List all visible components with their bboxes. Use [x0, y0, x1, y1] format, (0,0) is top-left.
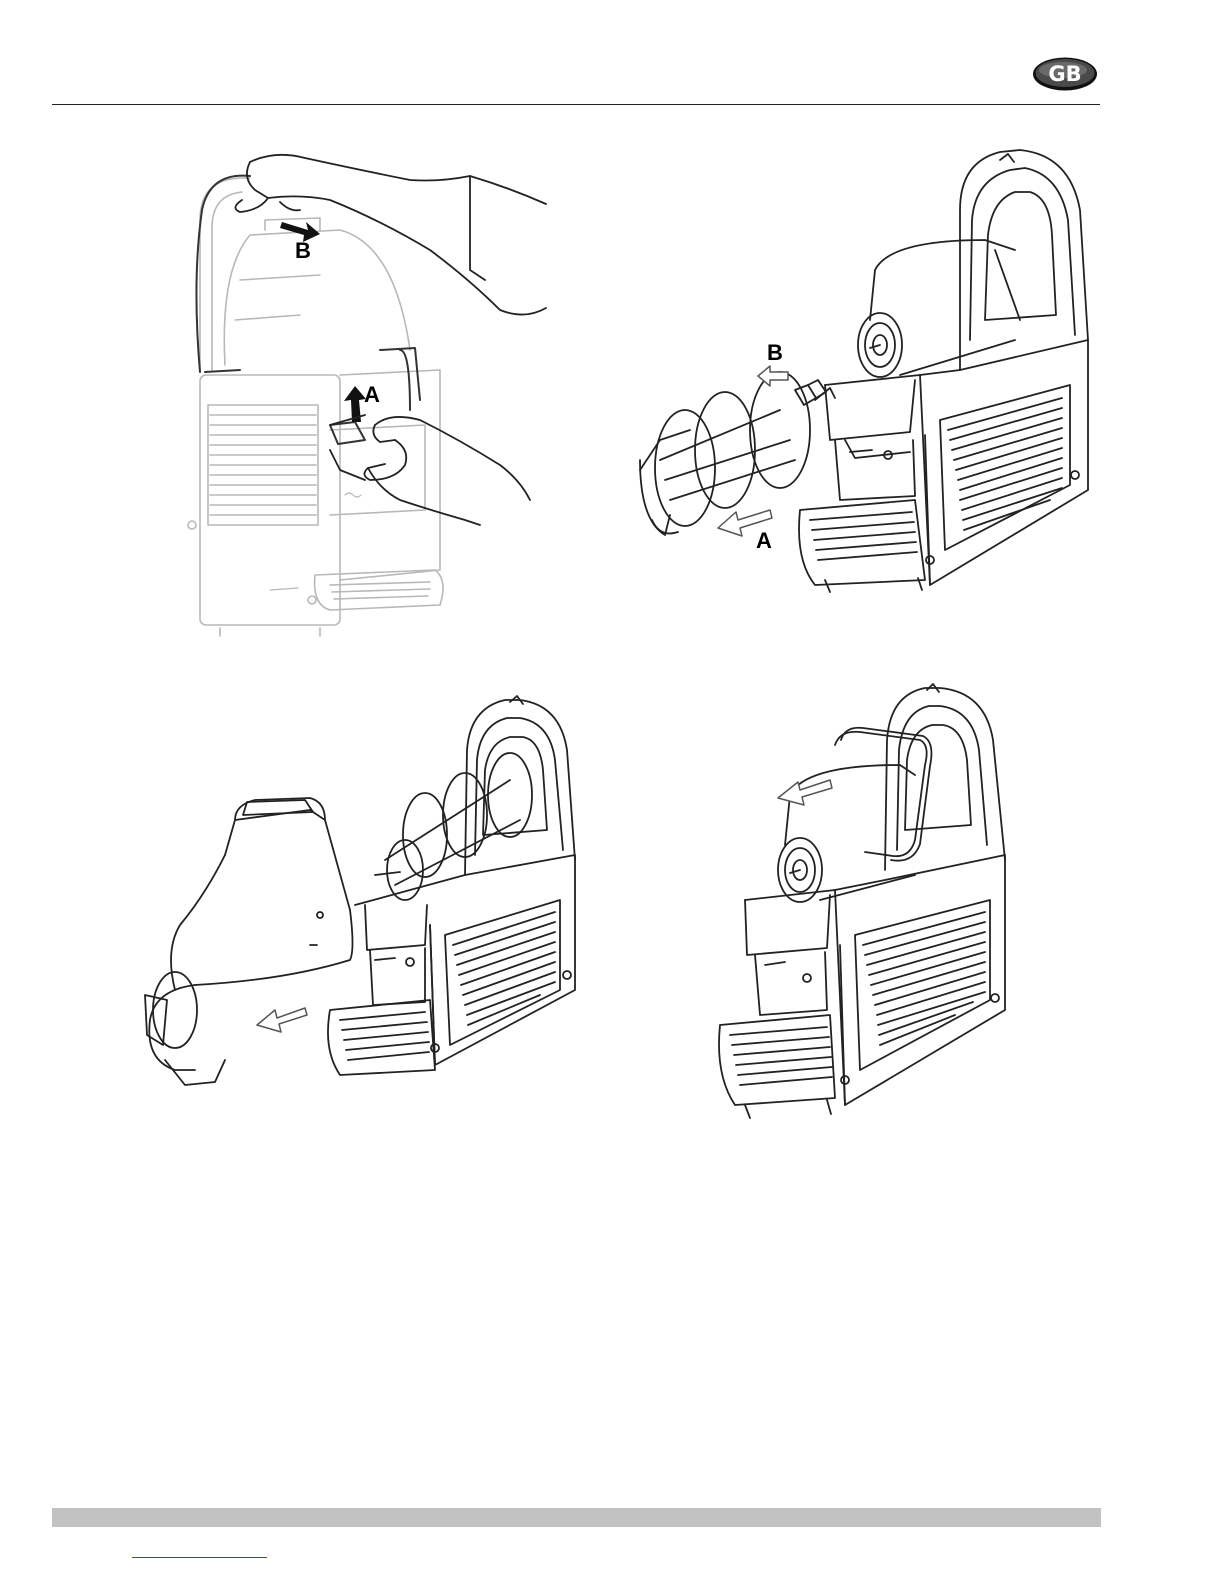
drip-tray-drawing: [328, 1000, 435, 1075]
figure-remove-bowl: [135, 690, 585, 1090]
machine-body-drawing: [825, 340, 1088, 585]
footer-bar: [52, 1508, 1101, 1527]
language-badge: GB: [1032, 56, 1098, 92]
machine-arch-drawing: [960, 150, 1088, 370]
bowl-drawing: [145, 798, 353, 1085]
figure-remove-auger: B A: [630, 140, 1100, 600]
cylinder-drawing: [858, 240, 1020, 377]
drip-tray-drawing: [719, 1015, 835, 1118]
drip-tray-drawing: [799, 500, 925, 592]
machine-arch-drawing: [885, 684, 1005, 870]
footer-link-underline[interactable]: [132, 1557, 267, 1558]
seal-drawing: [795, 380, 826, 405]
arrow-hollow: [778, 780, 832, 805]
gasket-drawing: [835, 728, 931, 861]
figure-remove-gasket: [715, 680, 1015, 1125]
callout-b: B: [295, 238, 311, 264]
auger-drawing: [640, 372, 835, 535]
callout-b: B: [767, 340, 783, 366]
figure-remove-lid: B A: [180, 150, 560, 640]
header-rule: [52, 104, 1100, 105]
callout-a: A: [756, 528, 772, 554]
language-badge-text: GB: [1032, 56, 1098, 92]
callout-a: A: [364, 382, 380, 408]
arrow-hollow: [257, 1008, 307, 1032]
machine-body-drawing: [355, 855, 575, 1065]
faded-machine-illustration: [188, 178, 443, 636]
upper-hand-drawing: [235, 155, 546, 315]
